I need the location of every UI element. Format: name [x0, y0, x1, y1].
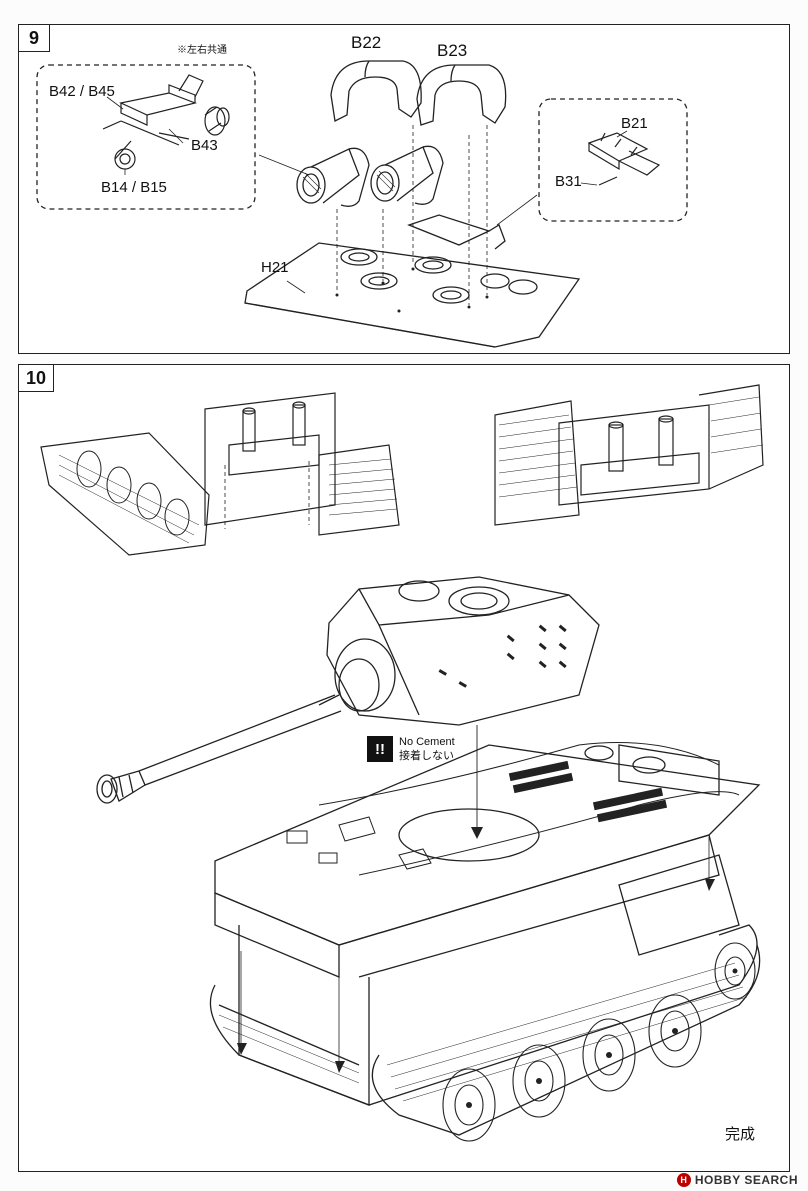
step-9-number: 9 [19, 25, 50, 52]
watermark-text: HOBBY SEARCH [694, 1173, 798, 1187]
label-b43: B43 [191, 137, 218, 154]
warning-text: No Cement 接着しない [399, 735, 455, 763]
step-9-illustration [36, 60, 688, 348]
warning-icon: !! [367, 736, 393, 762]
label-b21: B21 [621, 115, 648, 132]
step-10-illustration [40, 384, 764, 1142]
note-left-right-common: ※左右共通 [177, 45, 227, 56]
label-b23: B23 [437, 41, 468, 60]
step-10-panel: 10 [18, 364, 790, 1172]
complete-label: 完成 [725, 1126, 756, 1143]
step-9-panel: 9 [18, 24, 790, 354]
watermark: H HOBBY SEARCH [676, 1173, 798, 1187]
warning-line-jp: 接着しない [399, 750, 454, 762]
hobby-search-logo-icon: H [676, 1173, 691, 1187]
no-cement-warning: !! No Cement 接着しない [367, 735, 455, 763]
warning-line-en: No Cement [399, 736, 455, 748]
label-h21: H21 [261, 259, 289, 276]
step-10-number: 10 [19, 365, 54, 392]
label-b42-b45: B42 / B45 [49, 83, 115, 100]
label-b22: B22 [351, 33, 382, 52]
label-b14-b15: B14 / B15 [101, 179, 167, 196]
label-b31: B31 [555, 173, 582, 190]
